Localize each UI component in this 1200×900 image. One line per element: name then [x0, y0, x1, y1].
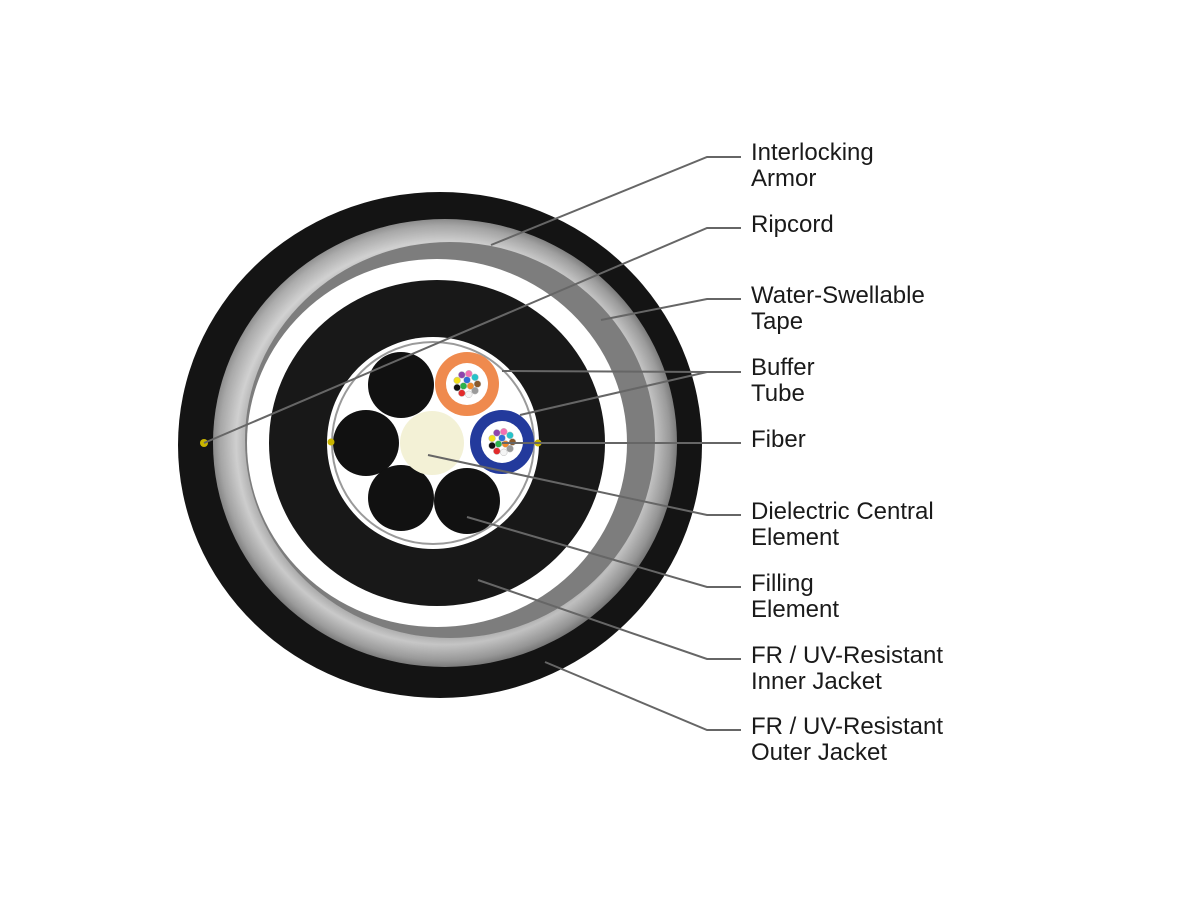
ripcord-core-left — [327, 438, 335, 446]
blue-tube-fiber-12 — [506, 431, 514, 439]
orange-tube-fiber-8 — [453, 383, 461, 392]
leader-lines — [203, 156, 741, 731]
blue-tube-fiber-11 — [500, 428, 508, 436]
orange-tube-fiber-1 — [463, 376, 471, 384]
blue-tube-fiber-8 — [488, 441, 496, 450]
leader-line-filling-element — [466, 516, 741, 588]
leader-line-buffer-tube-2 — [519, 371, 708, 416]
label-water-swellable-tape: Water-Swellable Tape — [751, 283, 1051, 335]
buffer-tube-orange-inner — [446, 363, 488, 405]
label-dielectric-central-element-line-2: Element — [751, 524, 840, 551]
label-inner-jacket-line-2: Inner Jacket — [751, 668, 882, 695]
label-inner-jacket: FR / UV-Resistant Inner Jacket — [751, 643, 1051, 695]
dielectric-central-element-shape — [400, 411, 464, 475]
filling-element-left — [333, 410, 399, 476]
label-outer-jacket: FR / UV-Resistant Outer Jacket — [751, 714, 1051, 766]
blue-tube-fiber-10 — [493, 429, 501, 437]
label-buffer-tube: Buffer Tube — [751, 355, 1051, 407]
label-dielectric-central-element: Dielectric Central Element — [751, 499, 1051, 551]
leader-line-dielectric-central-element — [427, 454, 741, 516]
filling-element-bottom-right — [434, 468, 500, 534]
orange-tube-fiber-12 — [471, 373, 479, 381]
blue-tube-fiber-7 — [493, 447, 501, 455]
label-filling-element: Filling Element — [751, 571, 1051, 623]
orange-tube-fiber-10 — [458, 371, 466, 379]
label-outer-jacket-line-1: FR / UV-Resistant — [751, 713, 944, 740]
label-ripcord-line-1: Ripcord — [751, 211, 834, 238]
fiber-bundle-orange — [453, 370, 482, 398]
filling-element-bottom-left — [368, 465, 434, 531]
label-buffer-tube-line-2: Tube — [751, 380, 805, 407]
blue-tube-fiber-6 — [500, 448, 508, 456]
label-fiber-line-1: Fiber — [751, 426, 806, 453]
orange-tube-fiber-4 — [473, 380, 482, 388]
leader-line-ripcord — [203, 227, 741, 444]
orange-tube-fiber-6 — [465, 390, 473, 398]
blue-tube-fiber-3 — [494, 440, 503, 448]
blue-tube-fiber-1 — [498, 434, 506, 442]
label-dielectric-central-element-line-1: Dielectric Central — [751, 498, 934, 525]
leader-line-outer-jacket — [544, 661, 741, 731]
cable-cross-section — [178, 192, 702, 698]
label-ripcord: Ripcord — [751, 212, 1051, 238]
label-buffer-tube-line-1: Buffer — [751, 354, 815, 381]
label-interlocking-armor-line-2: Armor — [751, 165, 817, 192]
orange-tube-fiber-9 — [453, 376, 461, 385]
orange-tube-fiber-5 — [471, 387, 479, 395]
orange-tube-fiber-11 — [465, 370, 473, 378]
label-fiber: Fiber — [751, 427, 1051, 453]
blue-tube-fiber-5 — [506, 445, 514, 453]
label-water-swellable-tape-line-2: Tape — [751, 308, 804, 335]
orange-tube-fiber-7 — [458, 389, 466, 397]
label-outer-jacket-line-2: Outer Jacket — [751, 739, 888, 766]
orange-tube-fiber-3 — [459, 382, 468, 390]
blue-tube-fiber-9 — [488, 434, 496, 443]
label-interlocking-armor: Interlocking Armor — [751, 140, 1051, 192]
leader-line-water-swellable-tape — [600, 298, 741, 321]
label-water-swellable-tape-line-1: Water-Swellable — [751, 282, 925, 309]
label-filling-element-line-1: Filling — [751, 570, 814, 597]
filling-element-top — [368, 352, 434, 418]
leader-line-interlocking-armor — [490, 156, 741, 246]
leader-line-inner-jacket — [477, 579, 741, 660]
label-filling-element-line-2: Element — [751, 596, 840, 623]
label-interlocking-armor-line-1: Interlocking — [751, 139, 874, 166]
label-inner-jacket-line-1: FR / UV-Resistant — [751, 642, 944, 669]
